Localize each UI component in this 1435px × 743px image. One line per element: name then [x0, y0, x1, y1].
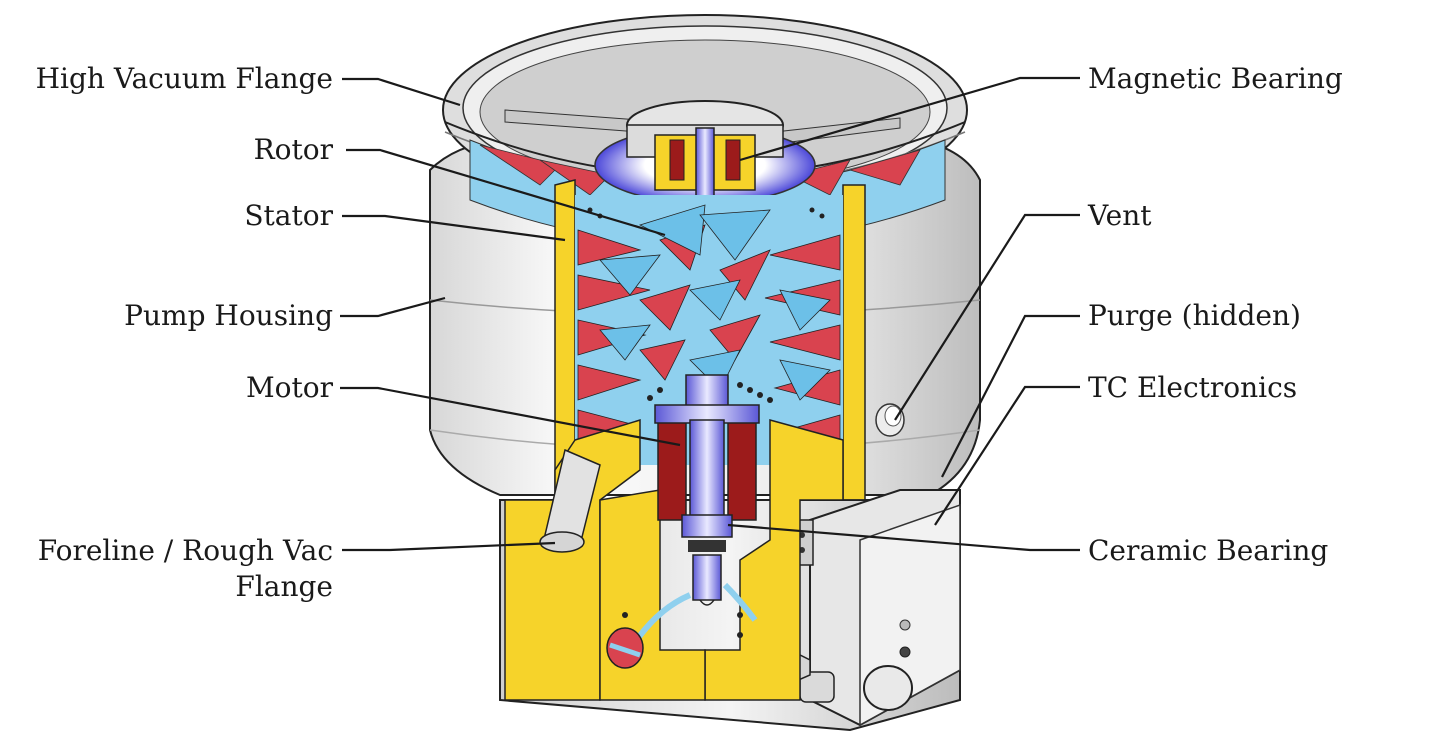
label-foreline-flange-line2: Flange [235, 570, 333, 603]
vent-knob [875, 403, 905, 437]
label-stator: Stator [244, 199, 333, 232]
leader-purge [941, 314, 1080, 478]
leader-stator [342, 214, 566, 242]
label-pump-housing: Pump Housing [124, 299, 333, 332]
label-vent: Vent [1088, 199, 1152, 232]
leader-lines [340, 76, 1080, 552]
label-motor: Motor [245, 371, 333, 404]
label-high-vacuum-flange: High Vacuum Flange [35, 62, 333, 95]
magnetic-bearing-assembly [594, 100, 816, 204]
cutaway-section [504, 179, 866, 701]
label-magnetic-bearing: Magnetic Bearing [1088, 62, 1343, 95]
label-foreline-flange-line1: Foreline / Rough Vac [37, 534, 333, 567]
leader-ceramic-bearing [727, 523, 1080, 552]
label-ceramic-bearing: Ceramic Bearing [1088, 534, 1329, 567]
leader-vent [894, 213, 1080, 421]
label-purge-hidden: Purge (hidden) [1088, 299, 1301, 332]
leader-tc-electronics [934, 385, 1080, 526]
tc-electronics-box [760, 489, 961, 727]
bearing-dots [587, 207, 825, 638]
motor [657, 419, 757, 521]
drain-plug [606, 627, 644, 669]
rotor-shaft [654, 374, 760, 538]
leader-magnetic-bearing [739, 76, 1080, 162]
leader-high-vacuum-flange [342, 77, 461, 107]
leader-foreline [342, 541, 556, 552]
rotor-blades [599, 204, 831, 401]
leader-rotor [346, 148, 666, 237]
label-rotor: Rotor [253, 133, 333, 166]
foreline-flange-tube [539, 448, 601, 553]
leader-pump-housing [340, 296, 446, 318]
label-tc-electronics: TC Electronics [1088, 371, 1298, 404]
leader-motor [340, 386, 681, 447]
ceramic-bearing [688, 540, 726, 606]
